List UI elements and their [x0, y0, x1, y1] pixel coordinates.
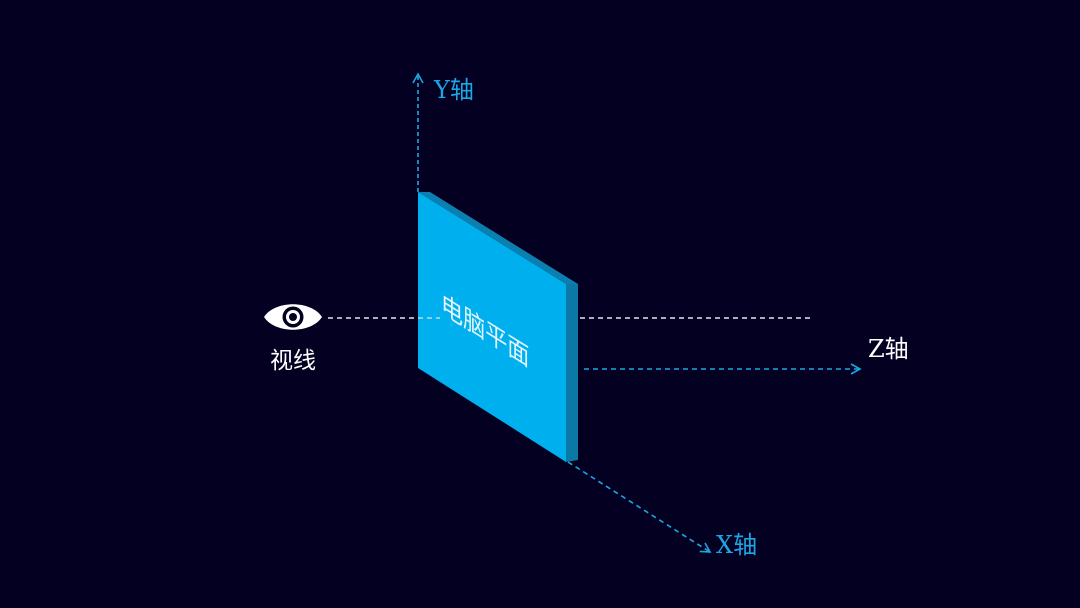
x-axis-label: X轴 — [716, 531, 757, 559]
eye-icon — [264, 304, 322, 330]
z-axis-label: Z轴 — [868, 335, 909, 363]
panel-top — [418, 192, 578, 284]
panel-side — [566, 284, 578, 462]
y-axis-label: Y轴 — [433, 76, 474, 104]
panel-face — [418, 192, 566, 462]
sight-label: 视线 — [270, 348, 316, 374]
x-axis-line — [567, 461, 712, 553]
